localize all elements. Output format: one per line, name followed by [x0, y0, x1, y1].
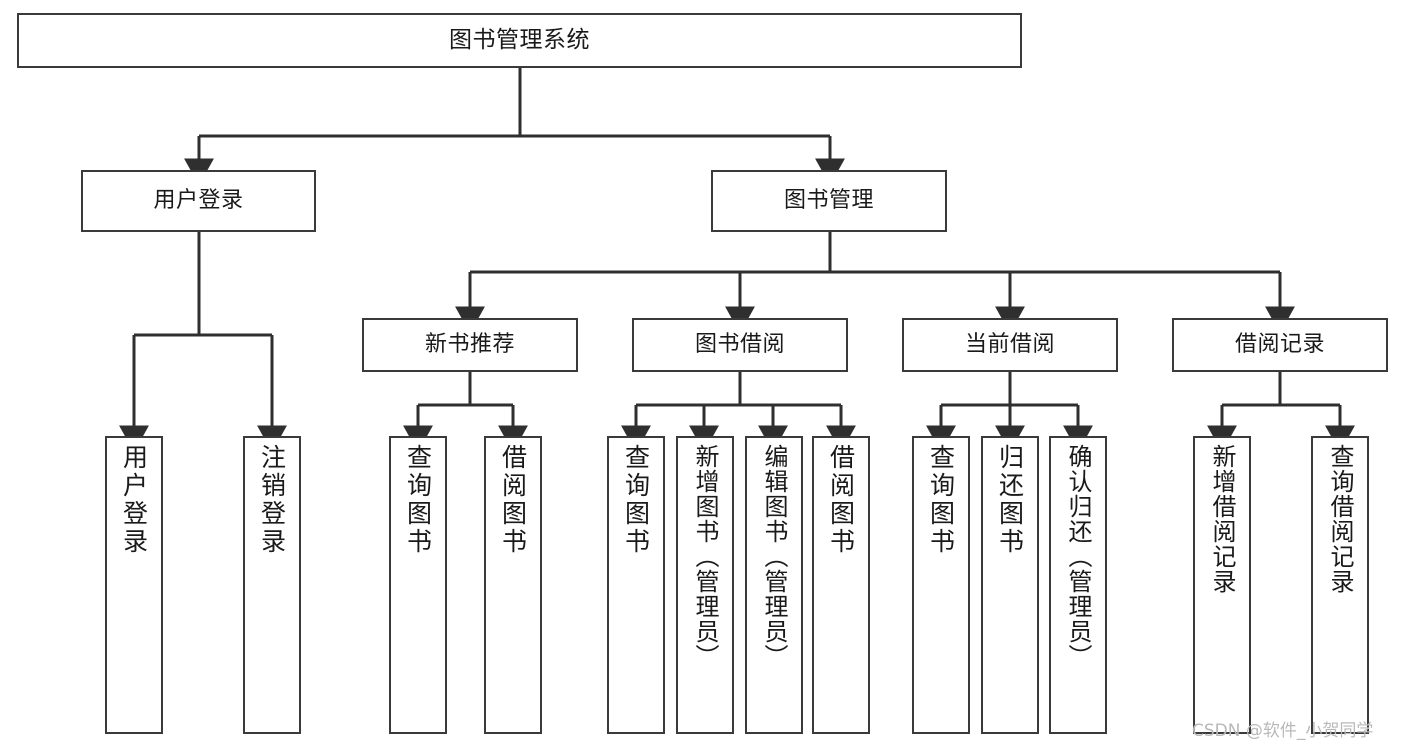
leaf-book-borrow-edit-book-admin[interactable]: 编辑图书（管理员） — [745, 436, 803, 734]
node-label: 确认归还（管理员） — [1064, 444, 1092, 669]
node-label: 新增借阅记录 — [1208, 444, 1236, 594]
node-label: 借阅图书 — [498, 444, 528, 556]
node-book-borrow[interactable]: 图书借阅 — [632, 318, 848, 372]
leaf-new-book-query-book[interactable]: 查询图书 — [389, 436, 447, 734]
node-label: 查询图书 — [403, 444, 433, 556]
node-user-login[interactable]: 用户登录 — [81, 170, 316, 232]
node-borrow-record[interactable]: 借阅记录 — [1172, 318, 1388, 372]
leaf-borrow-record-query-record[interactable]: 查询借阅记录 — [1311, 436, 1369, 734]
node-label: 查询图书 — [926, 444, 956, 556]
node-label: 借阅记录 — [1234, 332, 1325, 358]
node-label: 用户登录 — [119, 444, 149, 556]
node-label: 注销登录 — [257, 444, 287, 556]
node-label: 当前借阅 — [964, 332, 1055, 358]
node-label: 图书管理 — [783, 188, 874, 214]
node-label: 新书推荐 — [424, 332, 515, 358]
leaf-current-borrow-return-book[interactable]: 归还图书 — [981, 436, 1039, 734]
node-label: 用户登录 — [153, 188, 244, 214]
leaf-book-borrow-query-book[interactable]: 查询图书 — [607, 436, 665, 734]
node-root-book-management-system[interactable]: 图书管理系统 — [17, 13, 1022, 68]
node-label: 归还图书 — [995, 444, 1025, 556]
node-label: 新增图书（管理员） — [691, 444, 719, 669]
leaf-current-borrow-confirm-return-admin[interactable]: 确认归还（管理员） — [1049, 436, 1107, 734]
leaf-borrow-record-add-record[interactable]: 新增借阅记录 — [1193, 436, 1251, 734]
leaf-new-book-borrow-book[interactable]: 借阅图书 — [484, 436, 542, 734]
node-label: 查询图书 — [621, 444, 651, 556]
node-label: 图书管理系统 — [449, 27, 590, 54]
leaf-book-borrow-add-book-admin[interactable]: 新增图书（管理员） — [676, 436, 734, 734]
node-label: 查询借阅记录 — [1326, 444, 1354, 594]
node-label: 图书借阅 — [694, 332, 785, 358]
csdn-watermark: CSDN @软件_小贺同学 — [1192, 721, 1374, 741]
leaf-current-borrow-query-book[interactable]: 查询图书 — [912, 436, 970, 734]
node-book-management[interactable]: 图书管理 — [711, 170, 947, 232]
node-new-book-recommend[interactable]: 新书推荐 — [362, 318, 578, 372]
leaf-book-borrow-borrow-book[interactable]: 借阅图书 — [812, 436, 870, 734]
node-label: 借阅图书 — [826, 444, 856, 556]
node-current-borrow[interactable]: 当前借阅 — [902, 318, 1118, 372]
leaf-user-login-logout[interactable]: 注销登录 — [243, 436, 301, 734]
node-label: 编辑图书（管理员） — [760, 444, 788, 669]
leaf-user-login-login[interactable]: 用户登录 — [105, 436, 163, 734]
